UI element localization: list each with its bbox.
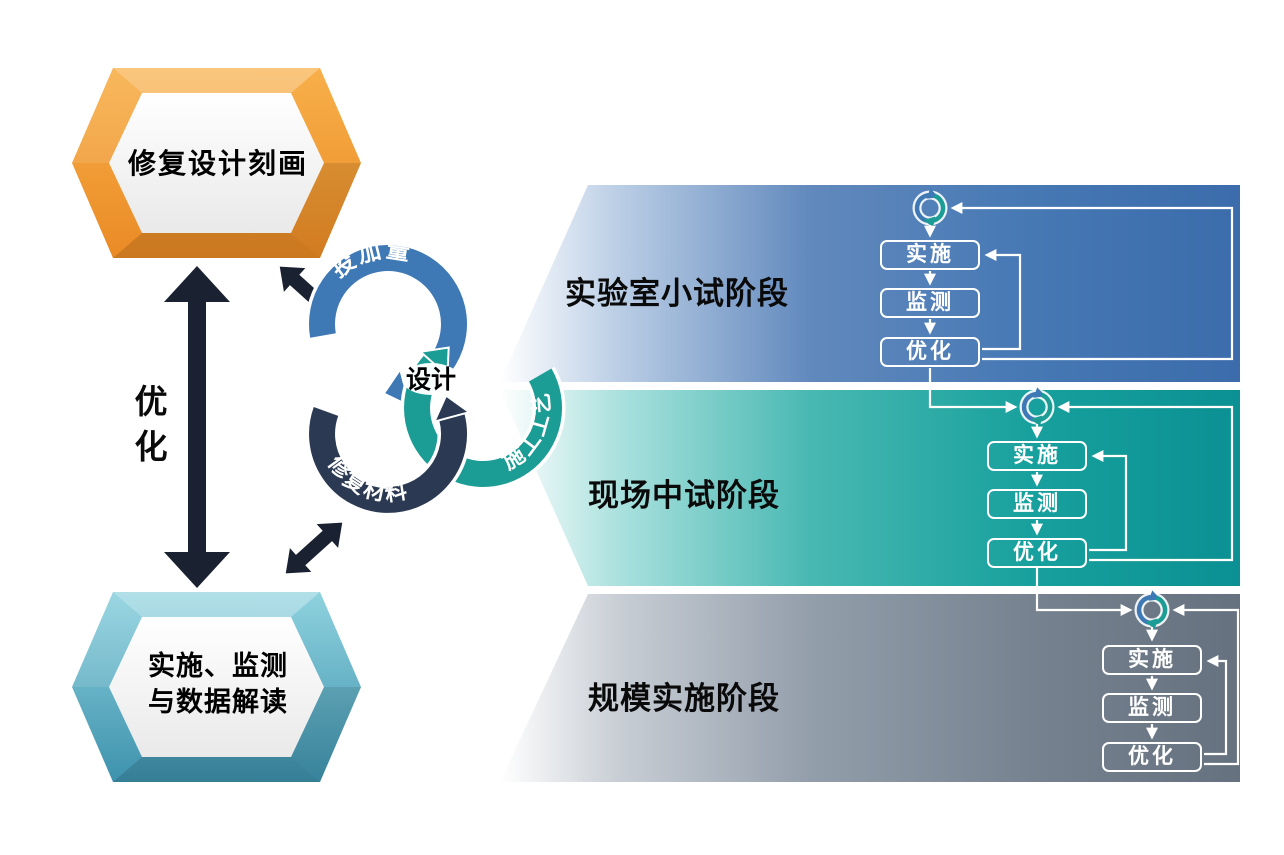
bottom-hexagon-label: 实施、监测 与数据解读 [108, 648, 328, 720]
cycle-center-label: 设计 [406, 366, 456, 394]
top-hexagon-shape [72, 68, 361, 258]
top-hexagon-label: 修复设计刻画 [127, 148, 308, 179]
stage3-step-implement: 实施 [1102, 645, 1202, 675]
stage3-step-optimize: 优化 [1102, 742, 1202, 772]
stage3-label: 规模实施阶段 [588, 681, 780, 716]
svg-text:施工工艺: 施工工艺 [497, 390, 554, 475]
bottom-hexagon-label-line2: 与数据解读 [148, 687, 288, 717]
band-scale-stage [500, 594, 1240, 782]
diagonal-double-arrow-bottom [275, 510, 353, 586]
dark-ring-arrowhead [432, 394, 472, 424]
cycle-icon [1139, 597, 1165, 623]
optimize-arrow-label: 优化 [130, 384, 167, 474]
stage2-step-monitor: 监测 [987, 489, 1087, 519]
cycle-rings: 设计 投加量 施工工艺 修复材料 [305, 236, 566, 517]
stage1-step-optimize: 优化 [880, 337, 980, 367]
stage2-step-implement: 实施 [987, 441, 1087, 471]
stage2-label: 现场中试阶段 [588, 478, 780, 513]
band-lab-stage [500, 185, 1240, 382]
cycle-icon [1024, 394, 1050, 420]
stage2-step-optimize: 优化 [987, 538, 1087, 568]
vertical-double-arrow [164, 266, 230, 588]
stage3-flow-connectors [1035, 568, 1240, 766]
stage1-step-implement: 实施 [880, 240, 980, 270]
bottom-hexagon-label-line1: 实施、监测 [148, 651, 288, 681]
teal-ring-label: 施工工艺 [497, 390, 552, 475]
stage3-step-monitor: 监测 [1102, 693, 1202, 723]
bottom-hexagon-shape [72, 592, 361, 782]
stage2-flow-connectors [928, 368, 1234, 562]
stage1-step-monitor: 监测 [880, 288, 980, 318]
stage1-label: 实验室小试阶段 [565, 276, 789, 311]
stage1-flow-connectors [917, 195, 1234, 361]
band-pilot-stage [500, 390, 1240, 586]
cycle-icon [917, 195, 943, 221]
